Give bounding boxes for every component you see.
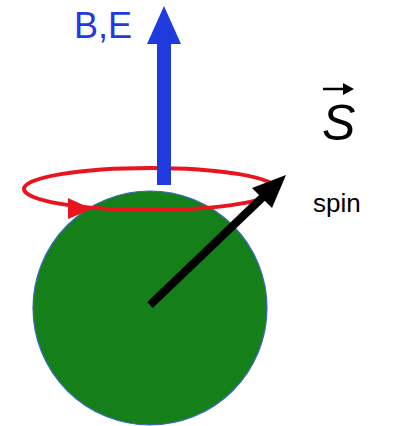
rotation-orbit bbox=[24, 168, 276, 210]
particle-sphere bbox=[33, 191, 267, 425]
spin-arrowhead bbox=[252, 175, 286, 208]
vector-symbol: S bbox=[322, 98, 355, 148]
field-arrow bbox=[147, 6, 181, 185]
spin-label: spin bbox=[313, 190, 361, 216]
field-label: B,E bbox=[74, 8, 132, 44]
rotation-arrowhead bbox=[68, 198, 92, 219]
spin-arrow-shaft bbox=[150, 195, 265, 305]
vector-overarrow bbox=[323, 88, 346, 91]
vector-overarrow-head bbox=[343, 83, 354, 95]
